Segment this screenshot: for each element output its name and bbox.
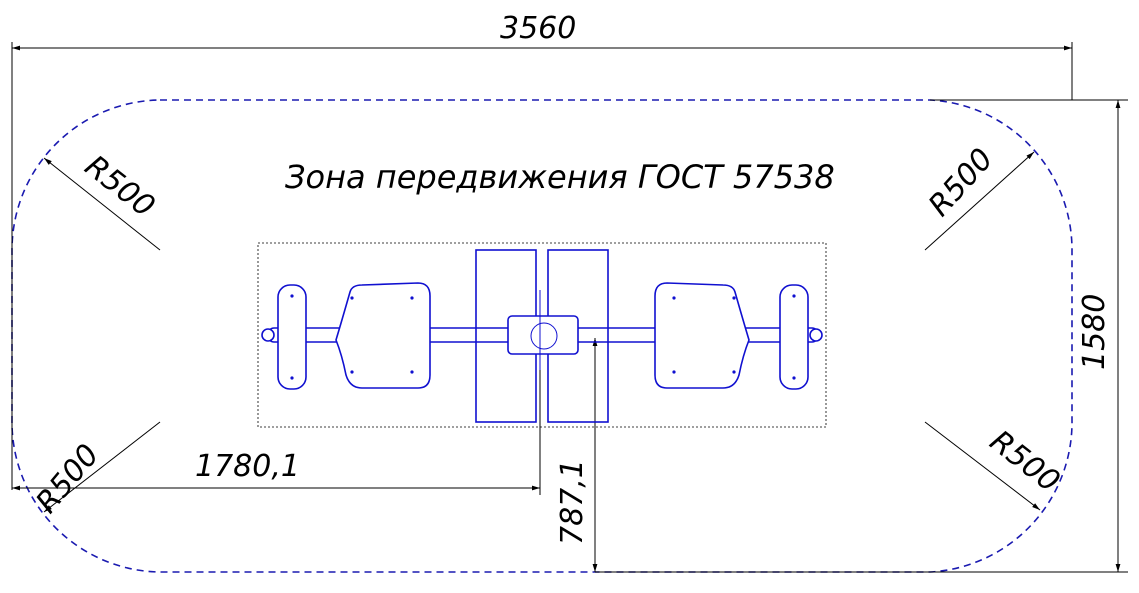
pivot-block: [507, 315, 579, 355]
center-offset-x-label: 1780,1: [195, 449, 300, 484]
overall-width-label: 3560: [500, 11, 576, 46]
overall-height-dimension: 1580: [595, 99, 1128, 573]
zone-label: Зона передвижения ГОСТ 57538: [285, 158, 835, 196]
radius-top-right: R500: [922, 142, 1035, 251]
equipment-boundary: [257, 242, 827, 428]
radius-bottom-left: R500: [29, 421, 161, 520]
radius-top-right-label: R500: [922, 142, 1000, 223]
equipment-plan-view: [261, 249, 823, 423]
center-offset-y-label: 787,1: [555, 459, 590, 545]
movement-zone-outline: [11, 99, 1073, 573]
overall-height-label: 1580: [1077, 294, 1112, 370]
center-offset-y-dimension: 787,1: [555, 338, 598, 572]
center-offset-x-dimension: 1780,1: [12, 330, 541, 495]
radius-bottom-left-label: R500: [29, 438, 106, 520]
radius-bottom-right: R500: [924, 421, 1066, 511]
left-seat: [335, 282, 431, 389]
radius-top-left-label: R500: [78, 149, 161, 225]
right-handle: [779, 284, 809, 390]
left-handle-knob: [261, 328, 275, 342]
right-seat: [654, 282, 750, 389]
pivot-circle: [530, 322, 558, 350]
bolt-dots: [290, 294, 796, 380]
right-handle-knob: [809, 328, 823, 342]
left-handle: [277, 284, 307, 390]
radius-bottom-right-label: R500: [983, 424, 1066, 500]
overall-width-dimension: 3560: [11, 11, 1073, 490]
radius-top-left: R500: [43, 149, 161, 251]
